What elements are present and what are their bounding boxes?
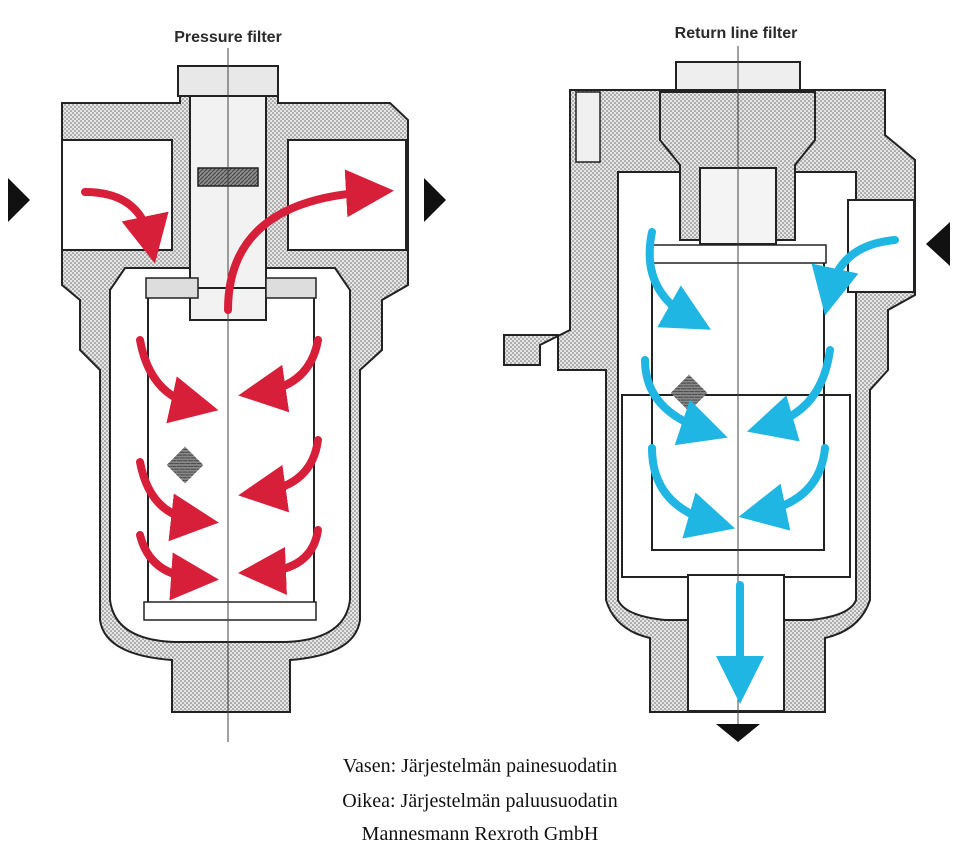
- pressure-inlet-triangle: [8, 178, 30, 222]
- caption-credit: Mannesmann Rexroth GmbH: [361, 823, 599, 845]
- return-inlet-triangle: [926, 222, 950, 266]
- return-flow-arrow: [648, 444, 736, 539]
- pressure-flow-arrow: [238, 436, 322, 513]
- pressure-flow-arrow: [238, 336, 322, 413]
- pressure-flow-arrow: [136, 458, 219, 542]
- return-flow-arrow: [645, 228, 711, 330]
- return-flow-arrow: [641, 356, 728, 446]
- return-inlet-arrow: [811, 236, 899, 316]
- return-flow-arrows: [641, 228, 899, 704]
- pressure-flow-arrow: [136, 336, 219, 424]
- pressure-filter-media-swatch: [166, 446, 204, 484]
- pressure-filter: Pressure filter: [8, 29, 446, 742]
- pressure-outlet-arrow: [224, 169, 394, 314]
- return-bolt: [575, 91, 601, 163]
- filter-diagram: Pressure filter: [8, 25, 950, 742]
- pressure-element-bottom-cap: [143, 601, 317, 621]
- pressure-element-top-cap: [145, 277, 199, 299]
- pressure-inlet-arrow: [81, 188, 169, 264]
- pressure-outlet-triangle: [424, 178, 446, 222]
- caption-left: Vasen: Järjestelmän painesuodatin: [342, 755, 618, 777]
- return-outlet-triangle: [716, 724, 760, 742]
- pressure-flow-arrow: [136, 531, 219, 601]
- return-filter: Return line filter: [503, 25, 950, 742]
- pressure-element-top-cap: [265, 277, 317, 299]
- return-filter-title: Return line filter: [675, 25, 798, 42]
- pressure-flow-arrows: [81, 169, 394, 601]
- pressure-flow-arrow: [238, 526, 322, 596]
- pressure-filter-chamber: [109, 267, 351, 643]
- pressure-filter-title: Pressure filter: [174, 29, 282, 46]
- return-flow-arrow: [738, 444, 829, 531]
- caption-right: Oikea: Järjestelmän paluusuodatin: [342, 790, 618, 812]
- return-flow-arrow: [746, 346, 834, 442]
